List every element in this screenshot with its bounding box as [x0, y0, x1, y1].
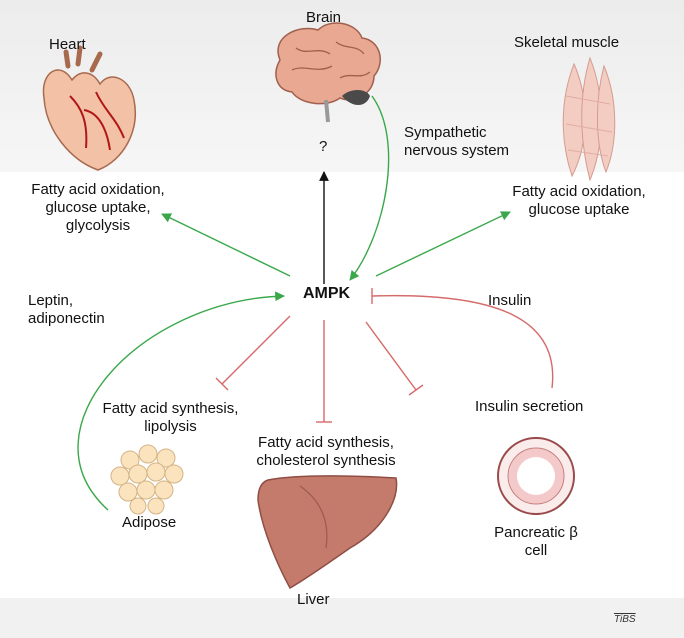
skeletal-muscle-illustration	[562, 56, 616, 182]
arrow-ampk-to-muscle	[375, 211, 511, 277]
inhibit-ampk-to-insulin-secretion	[365, 321, 417, 391]
arrow-sympathetic-to-ampk	[349, 95, 390, 281]
heart-illustration	[42, 45, 136, 171]
question-mark: ?	[319, 138, 328, 155]
brain-label: Brain	[306, 9, 342, 26]
pancreatic-cell-illustration	[497, 437, 575, 515]
pancreatic-cell-label: Pancreatic β cell	[494, 524, 578, 559]
ampk-node: AMPK	[303, 285, 351, 302]
heart-effects-label: Fatty acid oxidation, glucose uptake, gl…	[31, 181, 165, 234]
skeletal-muscle-label: Skeletal muscle	[514, 34, 620, 51]
brain-illustration	[275, 22, 381, 123]
adipose-illustration	[110, 444, 184, 515]
adipose-label: Adipose	[122, 514, 177, 531]
liver-illustration	[257, 475, 398, 590]
inhibit-ampk-to-adipose	[221, 315, 291, 385]
sympathetic-label: Sympathetic nervous system	[404, 124, 510, 159]
heart-label: Heart	[49, 36, 86, 53]
adipose-effects-label: Fatty acid synthesis, lipolysis	[102, 400, 239, 435]
inhibit-insulin-to-ampk	[371, 294, 554, 389]
insulin-secretion-label: Insulin secretion	[475, 398, 584, 415]
arrow-ampk-to-heart	[161, 213, 291, 277]
arrow-adipose-to-ampk	[77, 291, 285, 511]
liver-effects-label: Fatty acid synthesis, cholesterol synthe…	[256, 434, 396, 469]
leptin-label: Leptin, adiponectin	[28, 292, 105, 327]
liver-label: Liver	[297, 591, 330, 608]
muscle-effects-label: Fatty acid oxidation, glucose uptake	[512, 183, 646, 218]
source-label: TiBS	[614, 614, 636, 625]
bottom-band	[0, 598, 684, 638]
insulin-label: Insulin	[488, 292, 532, 309]
inhibit-bar-insulin-secretion	[408, 384, 424, 396]
inhibit-bar-adipose	[215, 377, 229, 391]
